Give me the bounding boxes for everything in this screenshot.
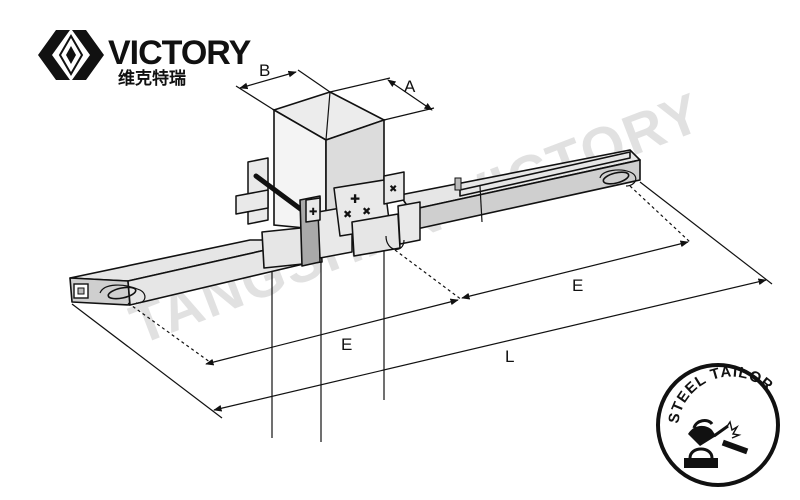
right-beam bbox=[399, 149, 641, 231]
victory-logo: VICTORY 维克特瑞 bbox=[38, 30, 253, 89]
svg-text:✚: ✚ bbox=[350, 192, 360, 206]
dimension-l: L bbox=[71, 181, 773, 419]
left-hook-icon bbox=[99, 284, 146, 304]
right-hook-icon bbox=[599, 169, 637, 187]
svg-text:✚: ✚ bbox=[309, 207, 317, 218]
hook-centerlines bbox=[127, 185, 691, 366]
dimension-e-right: E bbox=[461, 240, 689, 300]
welder-icon bbox=[684, 419, 749, 468]
clamp-assembly: ✚ ✖ ✖ ✖ ✚ bbox=[235, 157, 421, 269]
brand-name: VICTORY bbox=[108, 34, 252, 72]
svg-text:✖: ✖ bbox=[343, 208, 352, 221]
dimension-a: A bbox=[329, 77, 435, 121]
dimension-label-b: B bbox=[259, 61, 270, 80]
steel-tailor-badge: STEEL TAILOR bbox=[656, 363, 780, 487]
dimension-b: B bbox=[235, 61, 331, 111]
dimension-label-a: A bbox=[404, 77, 416, 96]
dimension-label-e-right: E bbox=[572, 276, 583, 295]
dimension-label-e-left: E bbox=[341, 335, 352, 354]
svg-text:✖: ✖ bbox=[362, 205, 371, 218]
dimension-label-l: L bbox=[505, 347, 514, 366]
svg-text:✖: ✖ bbox=[389, 184, 397, 195]
brand-name-cn: 维克特瑞 bbox=[118, 68, 186, 89]
logo-mark-icon bbox=[38, 30, 104, 80]
